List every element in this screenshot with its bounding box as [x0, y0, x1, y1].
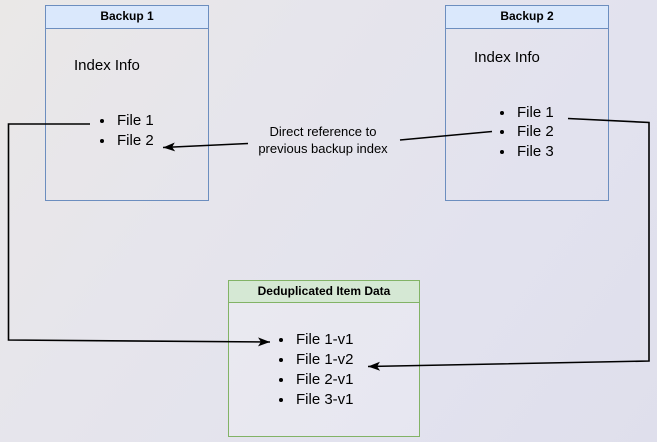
direct-reference-label-line2: previous backup index: [258, 141, 388, 156]
list-item: File 3: [515, 142, 554, 161]
list-item: File 1-v2: [294, 350, 354, 370]
dedup-file-list: File 1-v1File 1-v2File 2-v1File 3-v1: [229, 330, 354, 410]
backup2-file-list: File 1File 2File 3: [446, 103, 554, 161]
list-item: File 1-v1: [294, 330, 354, 350]
backup2-title: Backup 2: [446, 6, 608, 29]
backup1-title: Backup 1: [46, 6, 208, 29]
direct-reference-label: Direct reference to previous backup inde…: [238, 123, 408, 157]
dedup-title: Deduplicated Item Data: [229, 281, 419, 303]
list-item: File 2: [515, 122, 554, 141]
direct-reference-label-line1: Direct reference to: [269, 124, 377, 139]
list-item: File 2-v1: [294, 370, 354, 390]
backup1-index-info-label: Index Info: [74, 57, 140, 74]
backup1-file-list: File 1File 2: [46, 111, 154, 150]
list-item: File 3-v1: [294, 390, 354, 410]
backup1-box: Backup 1 Index Info File 1File 2: [45, 5, 209, 201]
list-item: File 1: [515, 103, 554, 122]
backup2-index-info-label: Index Info: [474, 49, 540, 66]
list-item: File 1: [115, 111, 154, 131]
list-item: File 2: [115, 131, 154, 151]
backup2-box: Backup 2 Index Info File 1File 2File 3: [445, 5, 609, 201]
deduplicated-item-data-box: Deduplicated Item Data File 1-v1File 1-v…: [228, 280, 420, 437]
